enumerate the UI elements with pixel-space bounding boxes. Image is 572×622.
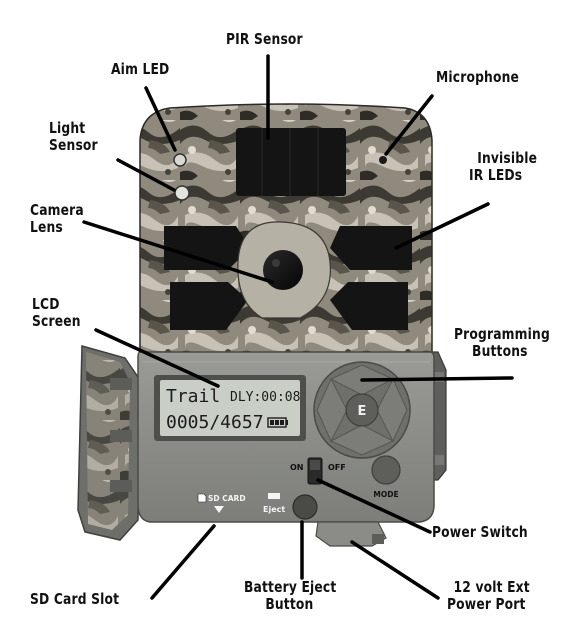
callout-power-switch: Power Switch: [432, 524, 528, 541]
pir-sensor-window: [236, 128, 346, 196]
callout-camera-lens-line1: Camera: [30, 201, 84, 219]
e-button[interactable]: [345, 393, 379, 427]
power-port-tab: [315, 521, 387, 547]
callout-camera-lens: Camera Lens: [30, 202, 84, 236]
lcd-line1-right: DLY:00:08: [230, 390, 300, 405]
mode-label: MODE: [373, 490, 398, 499]
lcd-screen: [160, 380, 300, 436]
callout-ext-power-port: 12 volt Ext Power Port: [447, 579, 530, 613]
ext-power-port-line: [350, 540, 440, 600]
callout-lcd-screen: LCD Screen: [32, 296, 81, 330]
aim-led: [173, 153, 187, 167]
lcd-line2-left: 0005/4657: [166, 412, 264, 433]
callout-pir-sensor-text: PIR Sensor: [226, 30, 303, 48]
callout-ext-power-port-line2: Power Port: [447, 595, 526, 613]
callout-microphone: Microphone: [436, 69, 519, 86]
callout-programming-buttons-line2: Buttons: [472, 342, 528, 360]
callout-ext-power-port-line1: 12 volt Ext: [453, 578, 530, 596]
callout-lcd-screen-line2: Screen: [32, 312, 81, 330]
callout-lines: [82, 54, 514, 600]
callout-pir-sensor: PIR Sensor: [226, 31, 303, 48]
left-door: [77, 345, 141, 541]
off-label: OFF: [328, 463, 346, 472]
ir-leds-line: [394, 202, 490, 250]
callout-programming-buttons: Programming Buttons: [454, 326, 550, 360]
aim-led-line: [144, 86, 177, 152]
microphone-hole: [379, 156, 387, 164]
callout-sd-card-slot-text: SD Card Slot: [30, 590, 120, 608]
ir-led-panel-bottom-left: [170, 282, 248, 330]
callout-camera-lens-line2: Lens: [30, 218, 63, 236]
microphone-line: [384, 94, 434, 156]
e-button-label: E: [358, 404, 367, 419]
camera-lens-line: [82, 220, 274, 284]
callout-invisible-ir-line2: IR LEDs: [469, 166, 523, 184]
callout-lcd-screen-line1: LCD: [32, 295, 60, 313]
ir-led-panel-top-left: [164, 226, 250, 270]
callout-sd-card-slot: SD Card Slot: [30, 591, 119, 608]
callout-light-sensor: Light Sensor: [49, 120, 98, 154]
lcd-screen-line: [94, 328, 220, 388]
sd-card-label: SD CARD: [208, 494, 246, 503]
callout-invisible-ir-line1: Invisible: [477, 149, 538, 167]
lcd-line1-left: Trail: [166, 386, 220, 407]
callout-light-sensor-line1: Light: [49, 119, 86, 137]
callout-battery-eject-line1: Battery Eject: [244, 578, 337, 596]
sd-card-slot-line: [150, 524, 216, 600]
eject-symbol-icon: [268, 493, 280, 499]
light-sensor: [174, 185, 190, 201]
callout-light-sensor-line2: Sensor: [49, 136, 98, 154]
ir-led-panel-bottom-right: [330, 282, 408, 330]
ir-led-panel-top-right: [330, 226, 412, 270]
sd-card-arrow-icon: [214, 506, 224, 513]
sd-card-icon: [197, 493, 207, 503]
callout-battery-eject-line2: Button: [265, 595, 314, 613]
callout-aim-led-text: Aim LED: [111, 60, 170, 78]
eject-label: Eject: [263, 505, 285, 514]
camera-lens: [263, 250, 303, 290]
callout-aim-led: Aim LED: [111, 61, 169, 78]
power-switch-line: [316, 478, 432, 534]
callout-invisible-ir: Invisible IR LEDs: [469, 150, 537, 184]
battery-eject-button[interactable]: [292, 494, 318, 520]
callout-battery-eject: Battery Eject Button: [244, 579, 336, 613]
programming-buttons-line: [360, 376, 514, 382]
light-sensor-line: [116, 158, 176, 192]
battery-icon: [267, 417, 288, 428]
callout-programming-buttons-line1: Programming: [454, 325, 550, 343]
on-label: ON: [290, 463, 304, 472]
callout-microphone-text: Microphone: [436, 68, 520, 86]
mode-button[interactable]: [371, 455, 401, 485]
callout-power-switch-text: Power Switch: [432, 523, 528, 541]
